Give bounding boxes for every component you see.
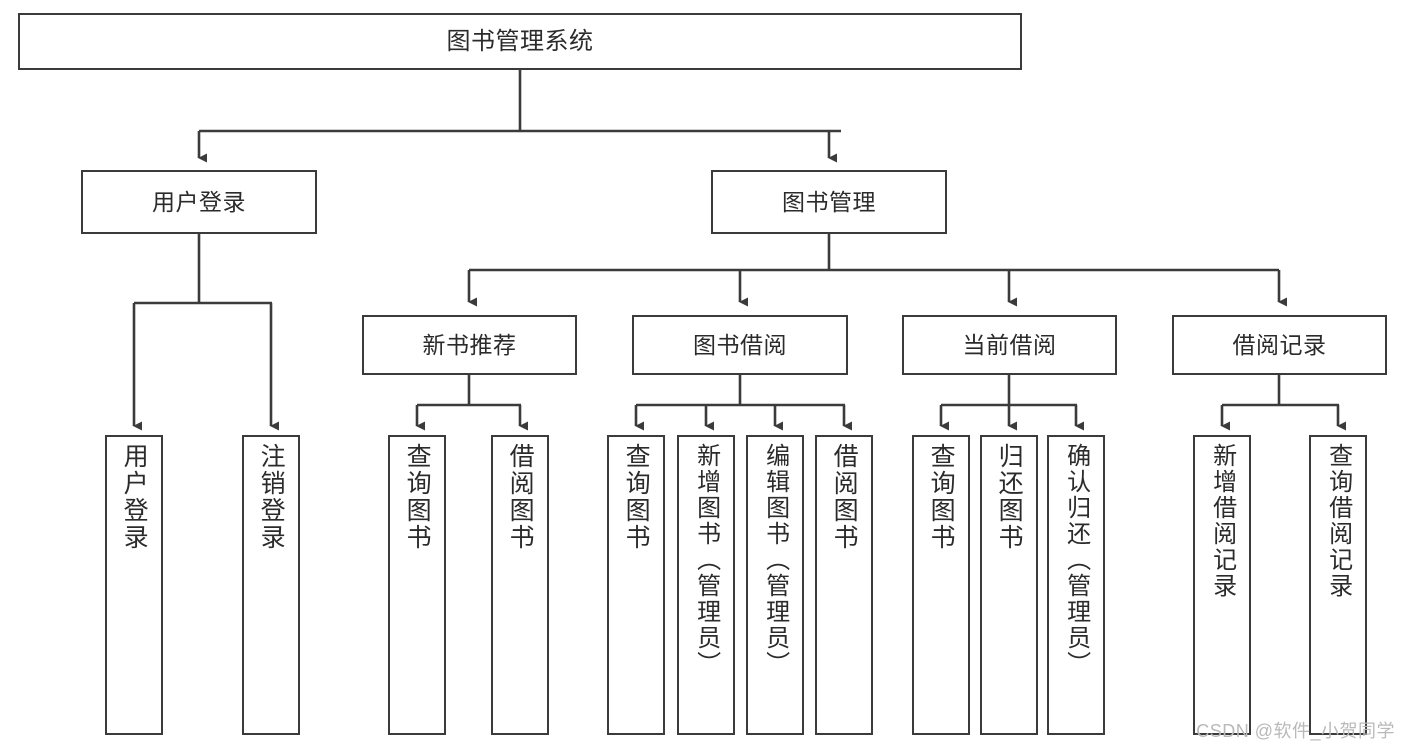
node-label: 编辑图书（管理员） — [761, 443, 789, 677]
node-label: 注销登录 — [257, 443, 286, 551]
node-label: 借阅记录 — [1232, 331, 1327, 358]
csdn-watermark: CSDN @软件_小贺同学 — [1196, 721, 1395, 741]
node-label: 借阅图书 — [830, 443, 859, 551]
leaf-query-book-current[interactable]: 查询图书 — [912, 435, 970, 735]
leaf-confirm-return-admin[interactable]: 确认归还（管理员） — [1047, 435, 1105, 735]
node-label: 用户登录 — [152, 188, 246, 215]
node-label: 借阅图书 — [506, 443, 535, 551]
leaf-query-book-newbook[interactable]: 查询图书 — [388, 435, 446, 735]
leaf-borrow-book-newbook[interactable]: 借阅图书 — [491, 435, 549, 735]
node-label: 新书推荐 — [422, 331, 517, 358]
node-label: 查询图书 — [403, 443, 432, 551]
node-label: 图书管理系统 — [446, 27, 594, 55]
node-label: 确认归还（管理员） — [1062, 443, 1090, 677]
node-label: 查询借阅记录 — [1324, 443, 1352, 599]
node-label: 用户登录 — [120, 443, 149, 551]
leaf-query-borrow-record[interactable]: 查询借阅记录 — [1309, 435, 1367, 735]
node-label: 查询图书 — [622, 443, 651, 551]
leaf-edit-book-admin[interactable]: 编辑图书（管理员） — [746, 435, 804, 735]
node-book-management[interactable]: 图书管理 — [711, 170, 947, 234]
node-label: 图书借阅 — [693, 331, 787, 358]
node-label: 图书管理 — [782, 188, 876, 215]
node-label: 新增图书（管理员） — [692, 443, 720, 677]
leaf-logout-login[interactable]: 注销登录 — [242, 435, 300, 735]
node-user-login[interactable]: 用户登录 — [81, 170, 317, 234]
node-borrowing-record[interactable]: 借阅记录 — [1172, 315, 1387, 375]
leaf-add-book-admin[interactable]: 新增图书（管理员） — [677, 435, 735, 735]
node-label: 查询图书 — [927, 443, 956, 551]
node-root-book-management-system[interactable]: 图书管理系统 — [18, 13, 1022, 70]
node-new-book-recommendation[interactable]: 新书推荐 — [362, 315, 577, 375]
node-label: 当前借阅 — [962, 331, 1057, 358]
leaf-return-book[interactable]: 归还图书 — [980, 435, 1038, 735]
node-label: 新增借阅记录 — [1208, 443, 1236, 599]
leaf-add-borrow-record[interactable]: 新增借阅记录 — [1193, 435, 1251, 735]
node-label: 归还图书 — [995, 443, 1024, 551]
node-current-borrowing[interactable]: 当前借阅 — [902, 315, 1117, 375]
node-book-borrowing[interactable]: 图书借阅 — [632, 315, 848, 375]
leaf-query-book-borrow[interactable]: 查询图书 — [607, 435, 665, 735]
leaf-borrow-book[interactable]: 借阅图书 — [815, 435, 873, 735]
leaf-user-login[interactable]: 用户登录 — [105, 435, 163, 735]
